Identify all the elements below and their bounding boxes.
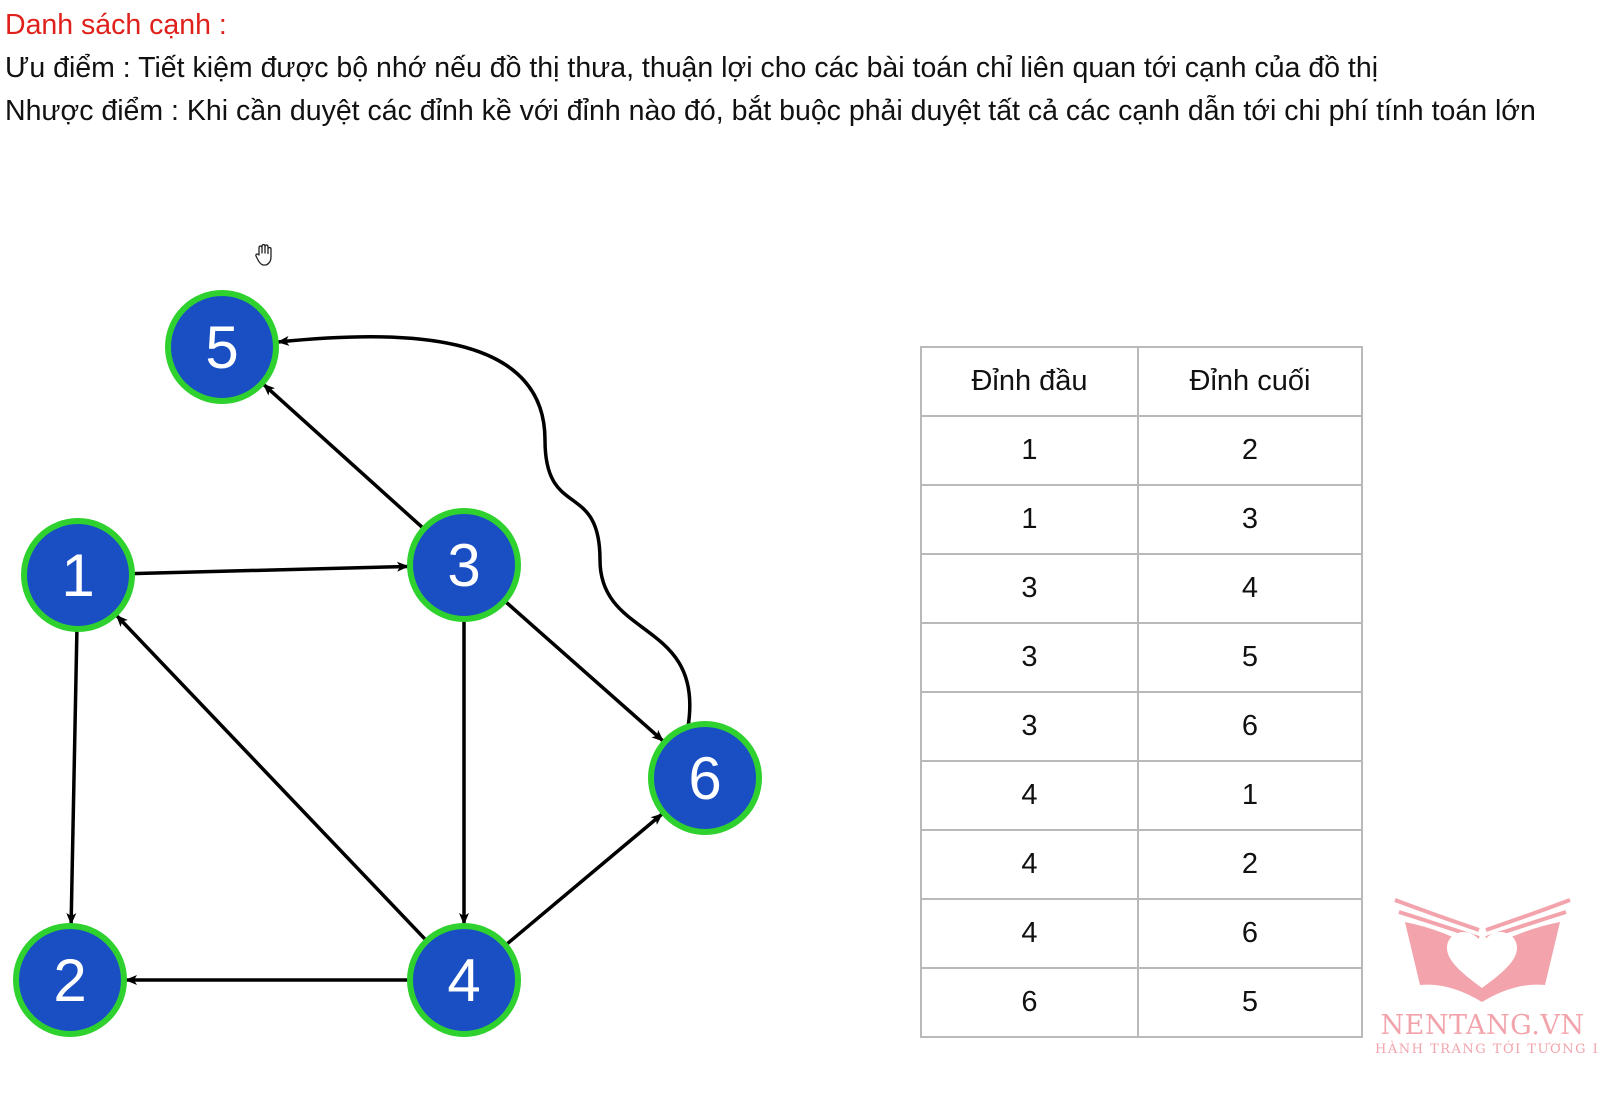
- end-vertex-cell: 2: [1137, 415, 1363, 486]
- table-row: 4 1: [920, 760, 1363, 831]
- table-header-row: Đỉnh đầu Đỉnh cuối: [920, 346, 1363, 417]
- node-layer: 1 2 3 4 5 6: [13, 290, 762, 1037]
- node-1: 1: [21, 518, 135, 632]
- node-2: 2: [13, 923, 127, 1037]
- description-text: Danh sách cạnh : Ưu điểm : Tiết kiệm đượ…: [5, 4, 1585, 133]
- edge-3-6: [503, 599, 665, 743]
- table-row: 3 5: [920, 622, 1363, 693]
- table-row: 3 6: [920, 691, 1363, 762]
- edge-6-5: [277, 335, 692, 728]
- table-row: 4 6: [920, 898, 1363, 969]
- end-vertex-cell: 6: [1137, 898, 1363, 969]
- end-vertex-cell: 3: [1137, 484, 1363, 555]
- start-vertex-cell: 1: [920, 415, 1139, 486]
- end-vertex-cell: 2: [1137, 829, 1363, 900]
- graph-diagram: 1 2 3 4 5 6: [13, 290, 762, 1037]
- logo-tagline: HÀNH TRANG TỚI TƯƠNG LAI: [1375, 1042, 1597, 1057]
- node-label: 4: [447, 947, 480, 1014]
- heading: Danh sách cạnh :: [5, 9, 227, 41]
- edge-4-6: [504, 812, 664, 947]
- node-label: 3: [447, 532, 480, 599]
- edge-1-2: [66, 628, 79, 926]
- table-row: 6 5: [920, 967, 1363, 1038]
- table-row: 1 2: [920, 415, 1363, 486]
- edge-4-1: [115, 614, 429, 943]
- start-vertex-cell: 4: [920, 760, 1139, 831]
- logo-name: NENTANG.VN: [1380, 1010, 1585, 1041]
- edge-list-table: Đỉnh đầu Đỉnh cuối 1 2 1 3 3 4 3 5 3 6 4…: [920, 346, 1363, 1038]
- advantage-text: Ưu điểm : Tiết kiệm được bộ nhớ nếu đồ t…: [5, 52, 1379, 84]
- header-end-vertex: Đỉnh cuối: [1137, 346, 1363, 417]
- table-row: 3 4: [920, 553, 1363, 624]
- node-circle: [407, 923, 521, 1037]
- node-4: 4: [407, 923, 521, 1037]
- node-circle: [648, 721, 762, 835]
- end-vertex-cell: 5: [1137, 622, 1363, 693]
- start-vertex-cell: 3: [920, 691, 1139, 762]
- node-6: 6: [648, 721, 762, 835]
- table-row: 4 2: [920, 829, 1363, 900]
- edge-3-5: [262, 383, 426, 531]
- end-vertex-cell: 6: [1137, 691, 1363, 762]
- node-5: 5: [165, 290, 279, 404]
- hand-cursor-icon: [254, 243, 276, 272]
- edge-layer: [66, 335, 692, 985]
- nentang-logo: NENTANG.VN HÀNH TRANG TỚI TƯƠNG LAI: [1375, 890, 1597, 1065]
- node-circle: [21, 518, 135, 632]
- start-vertex-cell: 4: [920, 829, 1139, 900]
- node-label: 5: [205, 314, 238, 381]
- node-label: 2: [53, 947, 86, 1014]
- node-circle: [407, 508, 521, 622]
- node-circle: [165, 290, 279, 404]
- start-vertex-cell: 3: [920, 622, 1139, 693]
- node-label: 1: [61, 542, 94, 609]
- end-vertex-cell: 5: [1137, 967, 1363, 1038]
- start-vertex-cell: 4: [920, 898, 1139, 969]
- end-vertex-cell: 1: [1137, 760, 1363, 831]
- node-label: 6: [688, 745, 721, 812]
- start-vertex-cell: 3: [920, 553, 1139, 624]
- start-vertex-cell: 1: [920, 484, 1139, 555]
- end-vertex-cell: 4: [1137, 553, 1363, 624]
- table-row: 1 3: [920, 484, 1363, 555]
- node-circle: [13, 923, 127, 1037]
- start-vertex-cell: 6: [920, 967, 1139, 1038]
- header-start-vertex: Đỉnh đầu: [920, 346, 1139, 417]
- node-3: 3: [407, 508, 521, 622]
- book-heart-icon: [1394, 898, 1571, 1002]
- disadvantage-text: Nhược điểm : Khi cần duyệt các đỉnh kề v…: [5, 95, 1536, 127]
- edge-1-3: [131, 561, 410, 576]
